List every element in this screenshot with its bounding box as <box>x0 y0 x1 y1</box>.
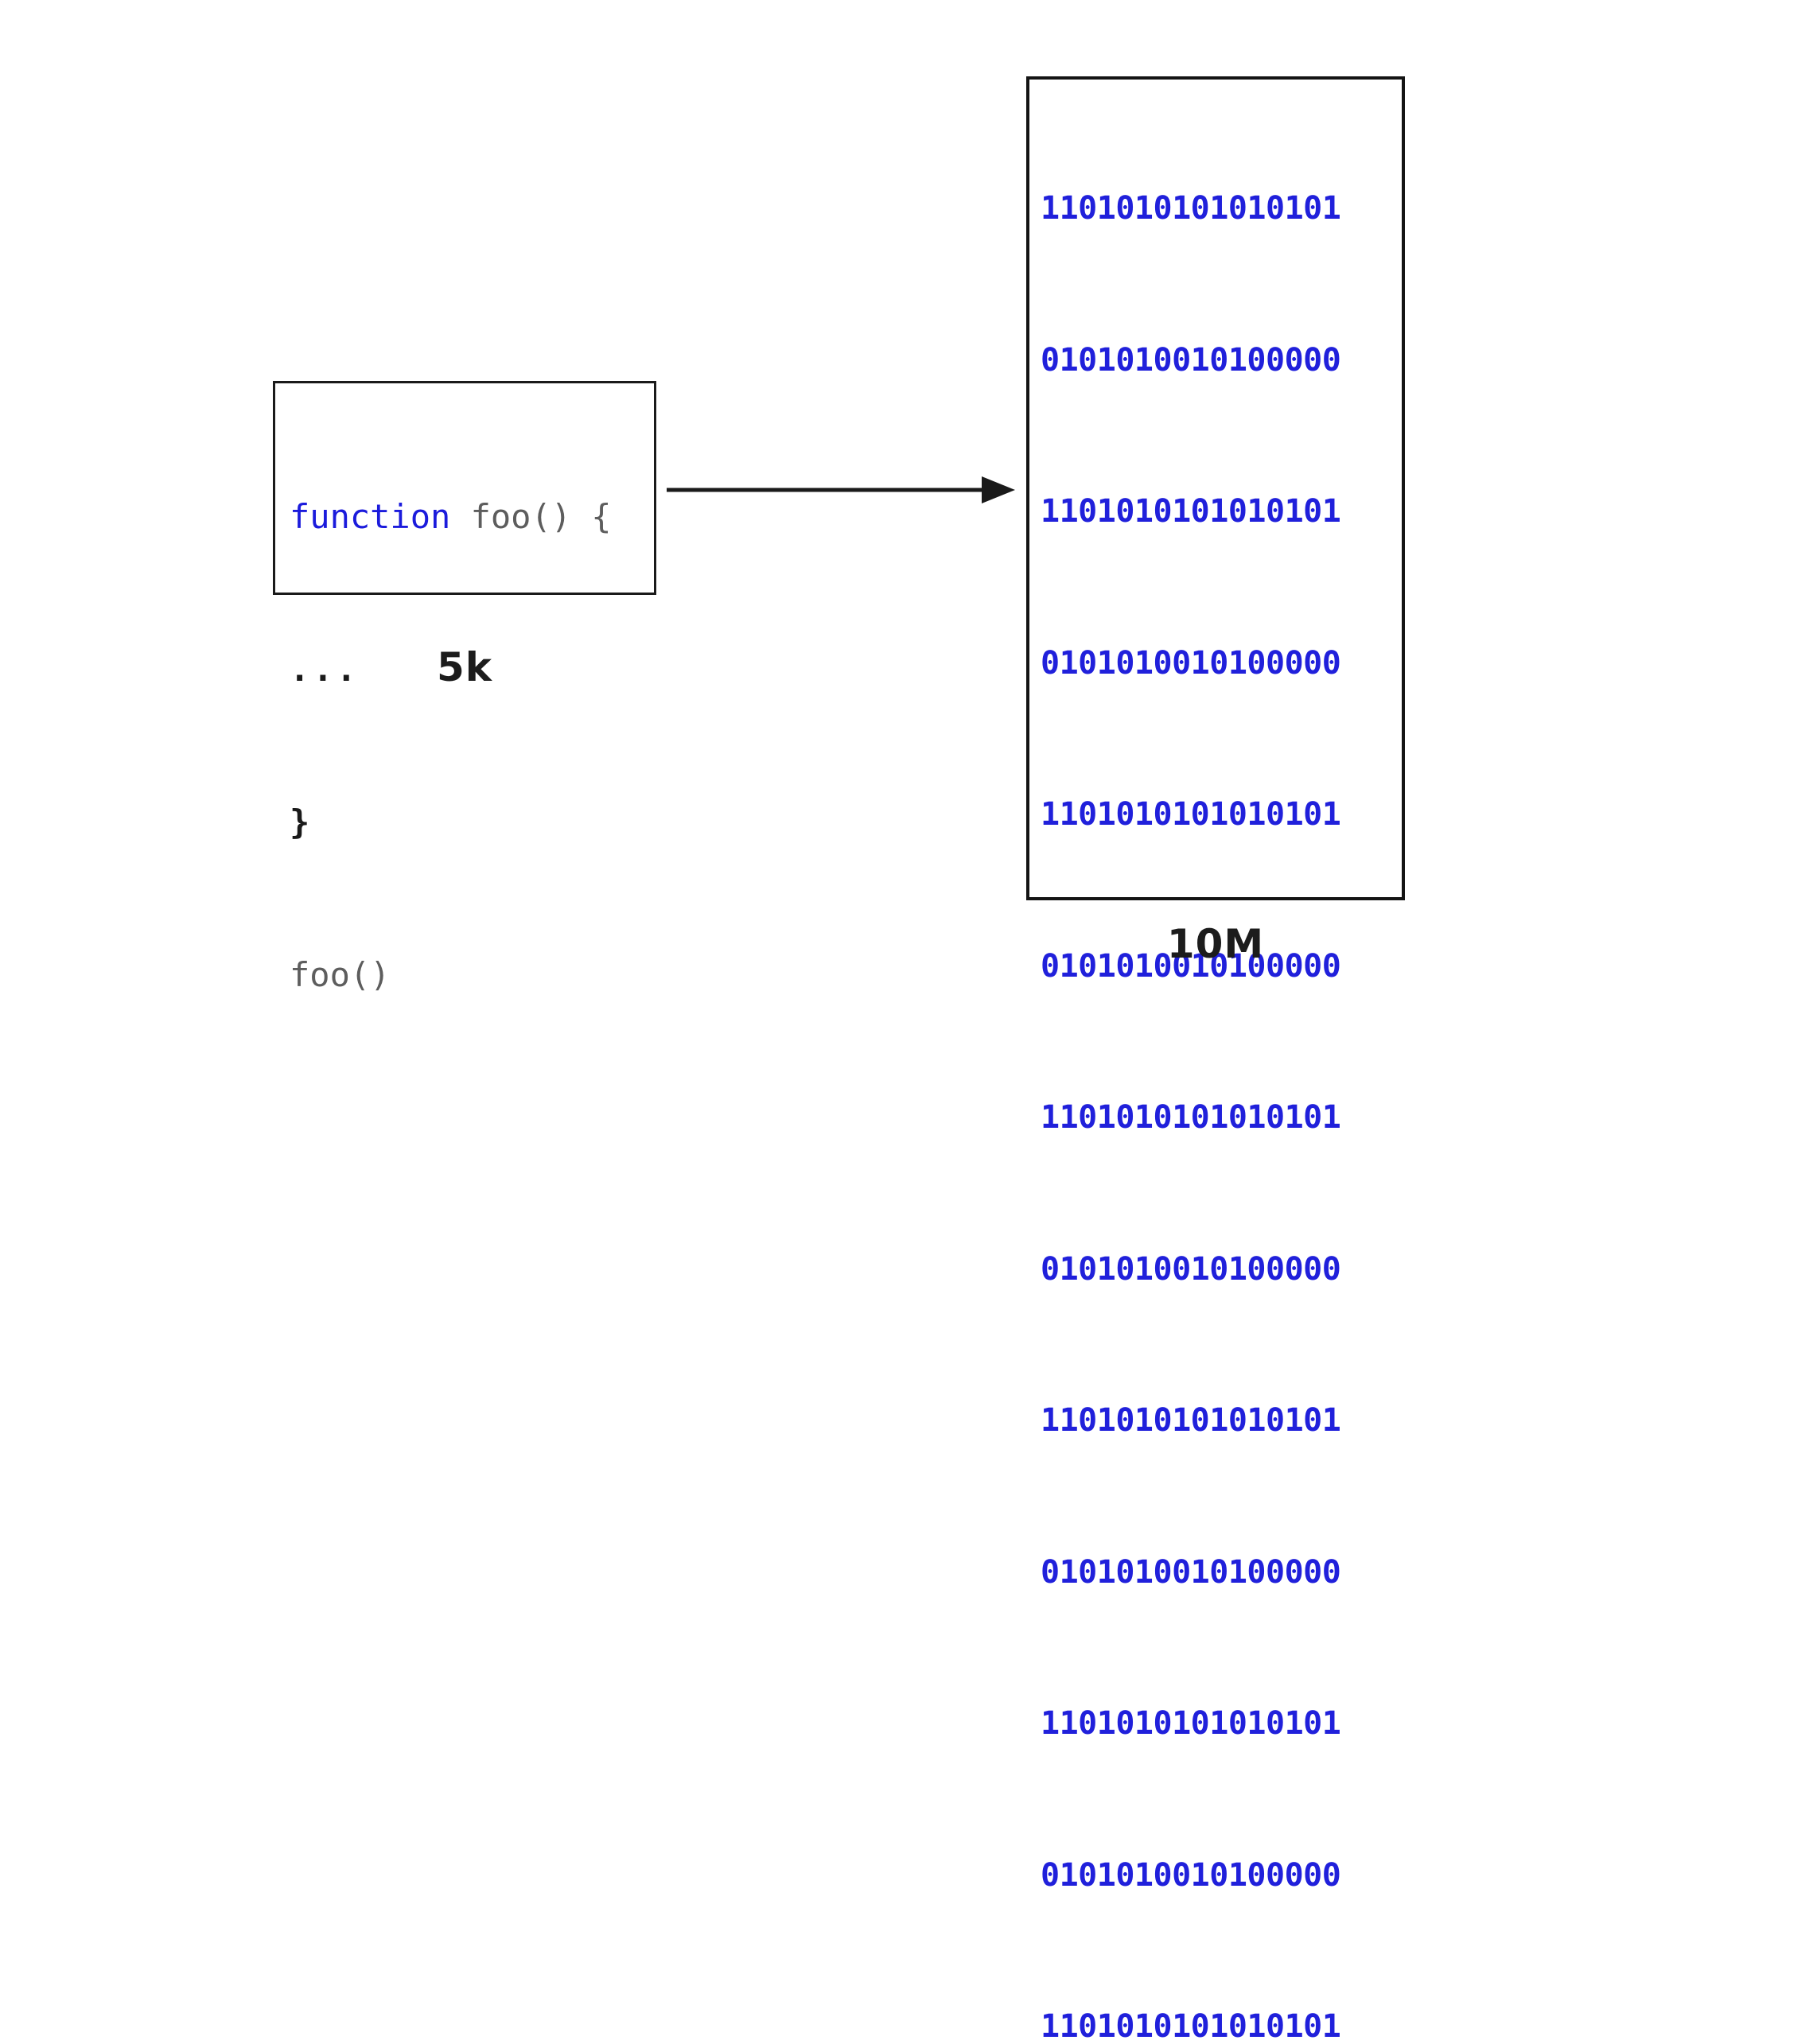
code-size-label: 5k <box>436 644 493 690</box>
source-code-box: function foo() { ... } foo() <box>273 381 656 994</box>
binary-row: 1101010101010101 <box>1041 1705 1341 1742</box>
binary-output-box: 1101010101010101 0101010010100000 110101… <box>1026 76 1405 2044</box>
code-body-ellipsis: ... <box>290 650 360 689</box>
binary-row: 1101010101010101 <box>1041 796 1341 833</box>
code-line-call: foo() <box>290 950 649 1001</box>
binary-row: 1101010101010101 <box>1041 493 1341 530</box>
binary-row: 1101010101010101 <box>1041 1099 1341 1136</box>
code-keyword-function: function <box>290 497 451 536</box>
binary-row: 0101010010100000 <box>1041 644 1341 682</box>
binary-row: 1101010101010101 <box>1041 1402 1341 1439</box>
binary-row: 0101010010100000 <box>1041 1856 1341 1894</box>
code-line-function-decl: function foo() { <box>290 492 649 542</box>
code-function-signature: foo() { <box>450 497 612 536</box>
binary-row: 0101010010100000 <box>1041 1250 1341 1288</box>
binary-row: 1101010101010101 <box>1041 2008 1341 2044</box>
compile-arrow <box>667 476 1015 503</box>
code-line-ellipsis: ... <box>290 644 649 695</box>
binary-row: 0101010010100000 <box>1041 341 1341 379</box>
code-line-closing-brace: } <box>290 797 649 848</box>
code-function-call: foo() <box>290 955 391 994</box>
arrow-head-icon <box>982 476 1015 503</box>
binary-row: 0101010010100000 <box>1041 1553 1341 1591</box>
binary-rows: 1101010101010101 0101010010100000 110101… <box>1041 83 1399 2044</box>
code-closing-brace: } <box>290 802 310 841</box>
binary-size-label: 10M <box>1166 921 1265 967</box>
binary-row: 1101010101010101 <box>1041 190 1341 227</box>
source-code-lines: function foo() { ... } foo() <box>290 390 649 1102</box>
binary-row: 0101010010100000 <box>1041 947 1341 985</box>
